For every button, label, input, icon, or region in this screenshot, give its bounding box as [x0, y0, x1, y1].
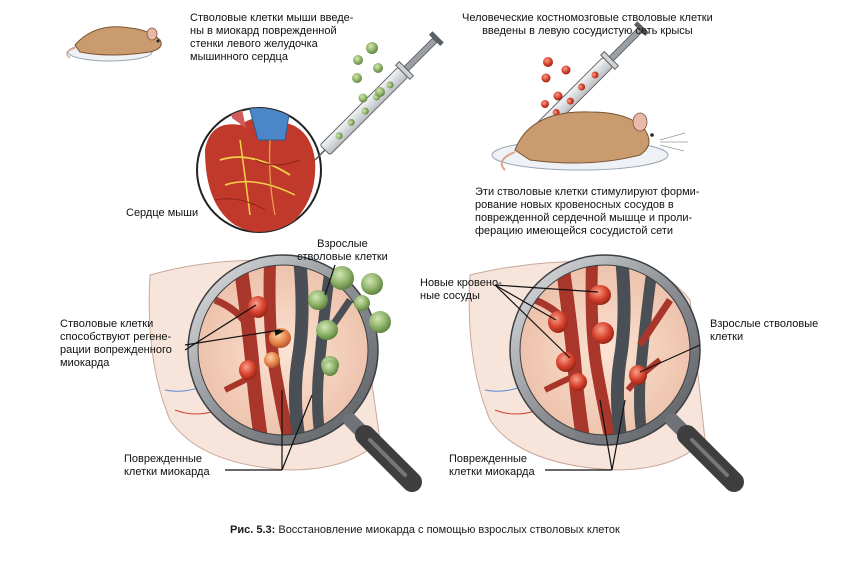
rat-figure — [491, 111, 688, 171]
right-pointer-lines — [494, 284, 701, 471]
mouse-figure — [66, 26, 162, 62]
left-floating-green-cells — [322, 266, 391, 376]
label-adult-cells-right: Взрослые стволовые клетки — [710, 318, 819, 343]
label-damaged-left: Поврежденные клетки миокарда — [124, 453, 210, 478]
syringe-left — [314, 31, 444, 161]
red-stem-cells-top — [541, 57, 571, 108]
label-mouse-heart: Сердце мыши — [126, 207, 199, 219]
caption-prefix: Рис. 5.3: — [230, 524, 276, 536]
right-magnified-cells — [548, 285, 647, 391]
figure-caption: Рис. 5.3: Восстановление миокарда с помо… — [230, 524, 620, 536]
label-new-vessels: Новые кровено- ные сосуды — [420, 277, 502, 302]
label-adult-cells-left: Взрослые стволовые клетки — [297, 238, 388, 263]
mouse-heart-illustration — [196, 107, 322, 233]
caption-text: Восстановление миокарда с помощью взросл… — [275, 524, 620, 536]
green-stem-cells-top — [352, 42, 385, 103]
label-damaged-right: Поврежденные клетки миокарда — [449, 453, 535, 478]
label-regeneration: Стволовые клетки способствуют регене- ра… — [60, 318, 172, 369]
label-stimulate: Эти стволовые клетки стимулируют форми- … — [475, 186, 700, 237]
label-mouse-injection: Стволовые клетки мыши введе- ны в миокар… — [190, 12, 354, 63]
right-magnifier — [509, 254, 744, 492]
left-magnifier — [187, 254, 422, 492]
label-human-injection: Человеческие костномозговые стволовые кл… — [462, 12, 713, 37]
left-pointer-lines — [184, 264, 336, 471]
